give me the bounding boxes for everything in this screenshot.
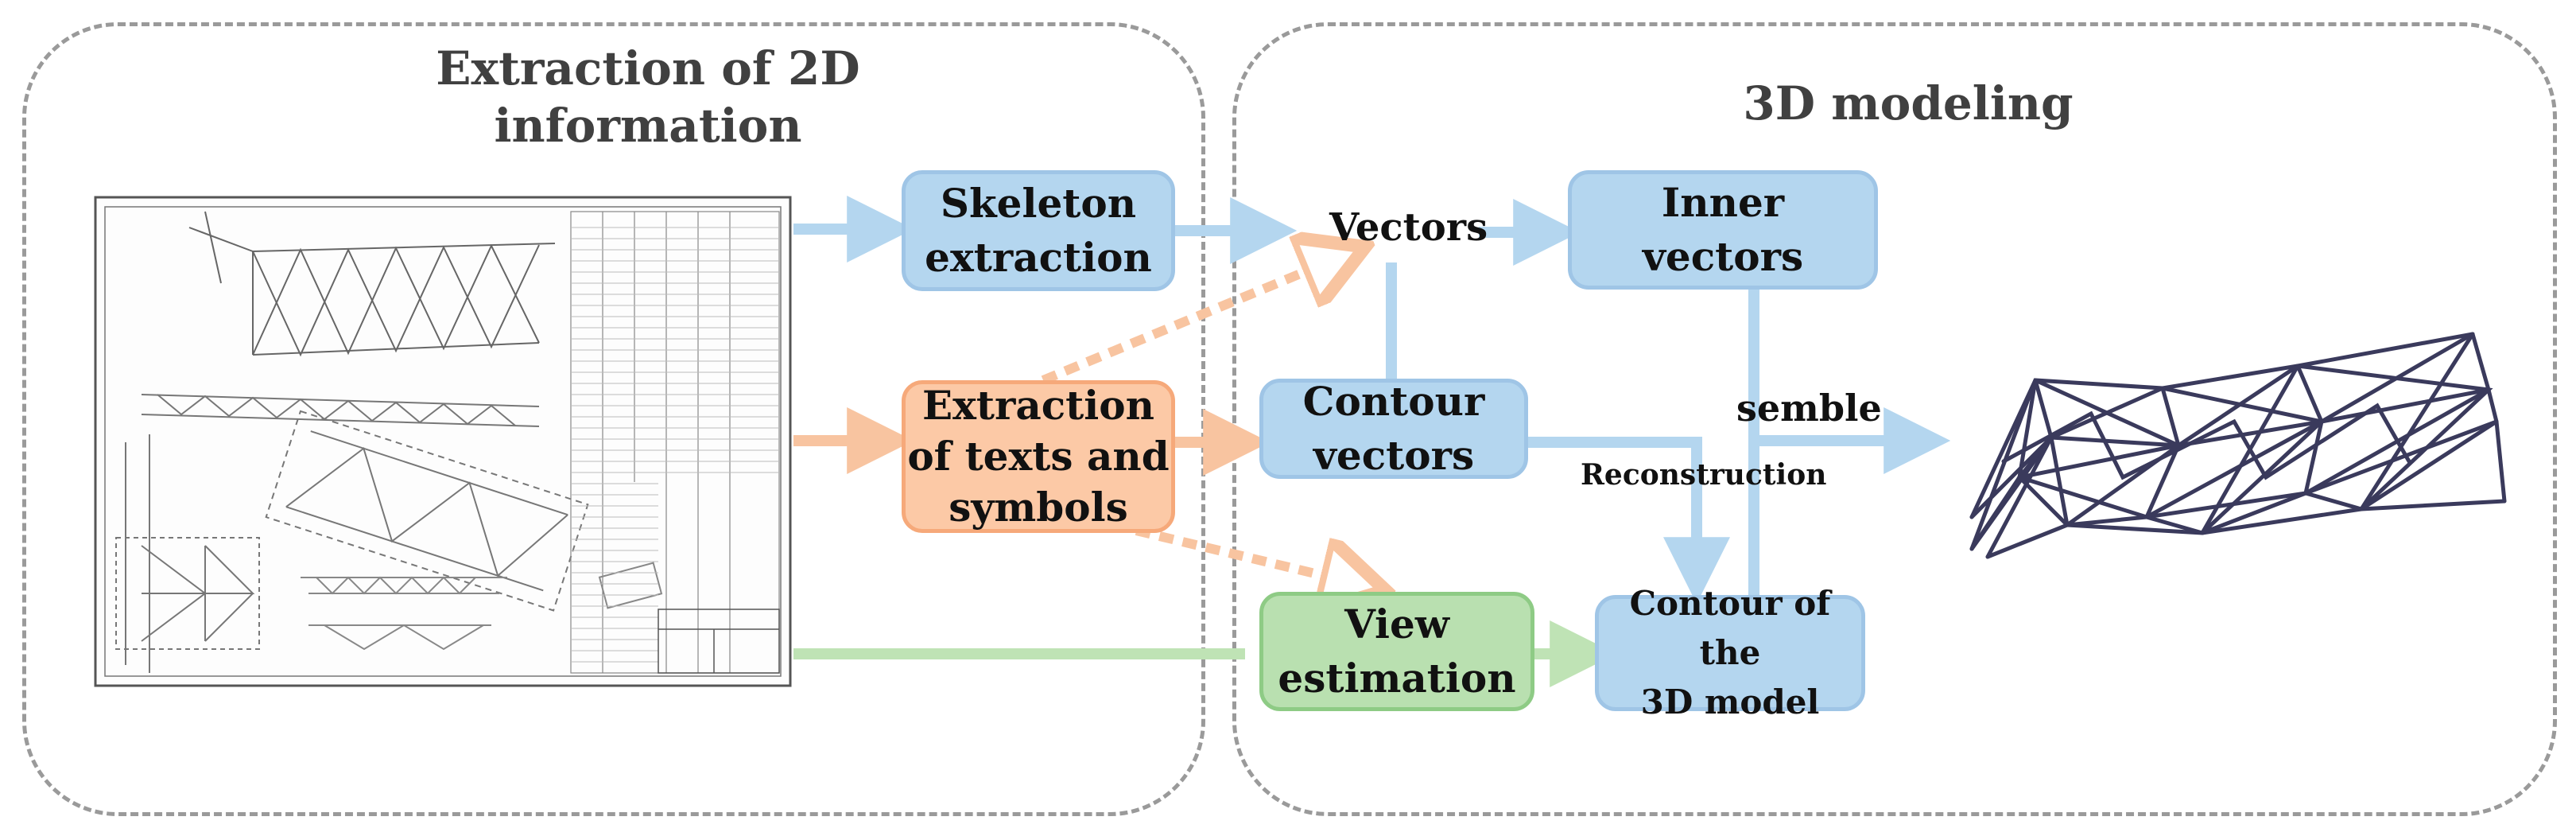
arrow-dashed-texts-to-vectors: [1041, 258, 1339, 385]
group-title-2d: Extraction of 2D information: [436, 41, 860, 153]
arrow-dashed-texts-to-view: [1111, 520, 1358, 584]
arrow-contour-to-model: [1528, 437, 1730, 605]
contour-vectors-node: Contour vectors: [1259, 378, 1528, 479]
inner-vectors-node: Inner vectors: [1568, 170, 1878, 290]
texts-symbols-label: Extraction of texts and symbols: [907, 382, 1170, 531]
engineering-drawing-image: [94, 196, 792, 687]
view-estimation-node: View estimation: [1259, 592, 1534, 711]
3d-truss-model-image: [1964, 318, 2536, 573]
skeleton-extraction-node: Skeleton extraction: [902, 170, 1175, 291]
reconstruction-label: Reconstruction: [1581, 458, 1827, 492]
assemble-label: semble: [1736, 387, 1882, 430]
vectors-label: Vectors: [1329, 205, 1488, 250]
contour-3d-model-node: Contour of the 3D model: [1595, 584, 1865, 721]
group-title-3d: 3D modeling: [1743, 76, 2074, 130]
texts-symbols-node: Extraction of texts and symbols: [902, 380, 1175, 533]
